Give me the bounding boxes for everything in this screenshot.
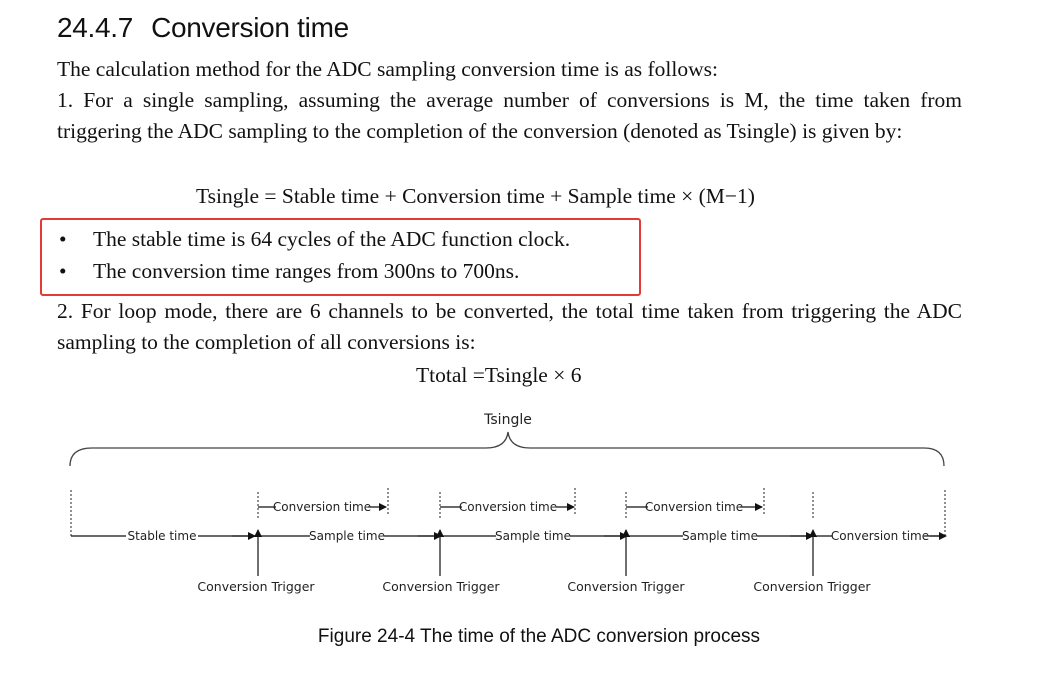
formula-tsingle: Tsingle = Stable time + Conversion time … [196, 184, 755, 208]
item-2-paragraph: 2. For loop mode, there are 6 channels t… [57, 299, 962, 354]
item-1-paragraph: 1. For a single sampling, assuming the a… [57, 88, 962, 143]
adc-timing-diagram: Tsingle Conversion time Conversion time … [69, 412, 947, 594]
figure-caption: Figure 24-4 The time of the ADC conversi… [317, 626, 761, 647]
bullet-item: The conversion time ranges from 300ns to… [57, 255, 657, 287]
tsingle-brace [69, 431, 945, 467]
conversion-time-label: Conversion time [273, 500, 371, 514]
bullet-item: The stable time is 64 cycles of the ADC … [57, 223, 657, 255]
trigger-label: Conversion Trigger [197, 579, 315, 594]
conversion-time-label: Conversion time [645, 500, 743, 514]
conversion-time-label: Conversion time [831, 529, 929, 543]
stable-time-label: Stable time [128, 529, 197, 543]
section-number: 24.4.7 [57, 12, 134, 43]
section-heading: 24.4.7 Conversion time [57, 12, 349, 44]
section-title: Conversion time [151, 12, 349, 43]
formula-ttotal: Ttotal =Tsingle × 6 [416, 363, 582, 387]
sample-time-label: Sample time [309, 529, 385, 543]
intro-paragraph: The calculation method for the ADC sampl… [57, 57, 718, 81]
sample-time-label: Sample time [495, 529, 571, 543]
sample-time-label: Sample time [682, 529, 758, 543]
conversion-time-label: Conversion time [459, 500, 557, 514]
trigger-label: Conversion Trigger [382, 579, 500, 594]
trigger-label: Conversion Trigger [753, 579, 871, 594]
brace-label: Tsingle [483, 412, 532, 428]
bullet-list: The stable time is 64 cycles of the ADC … [57, 223, 657, 287]
trigger-label: Conversion Trigger [567, 579, 685, 594]
